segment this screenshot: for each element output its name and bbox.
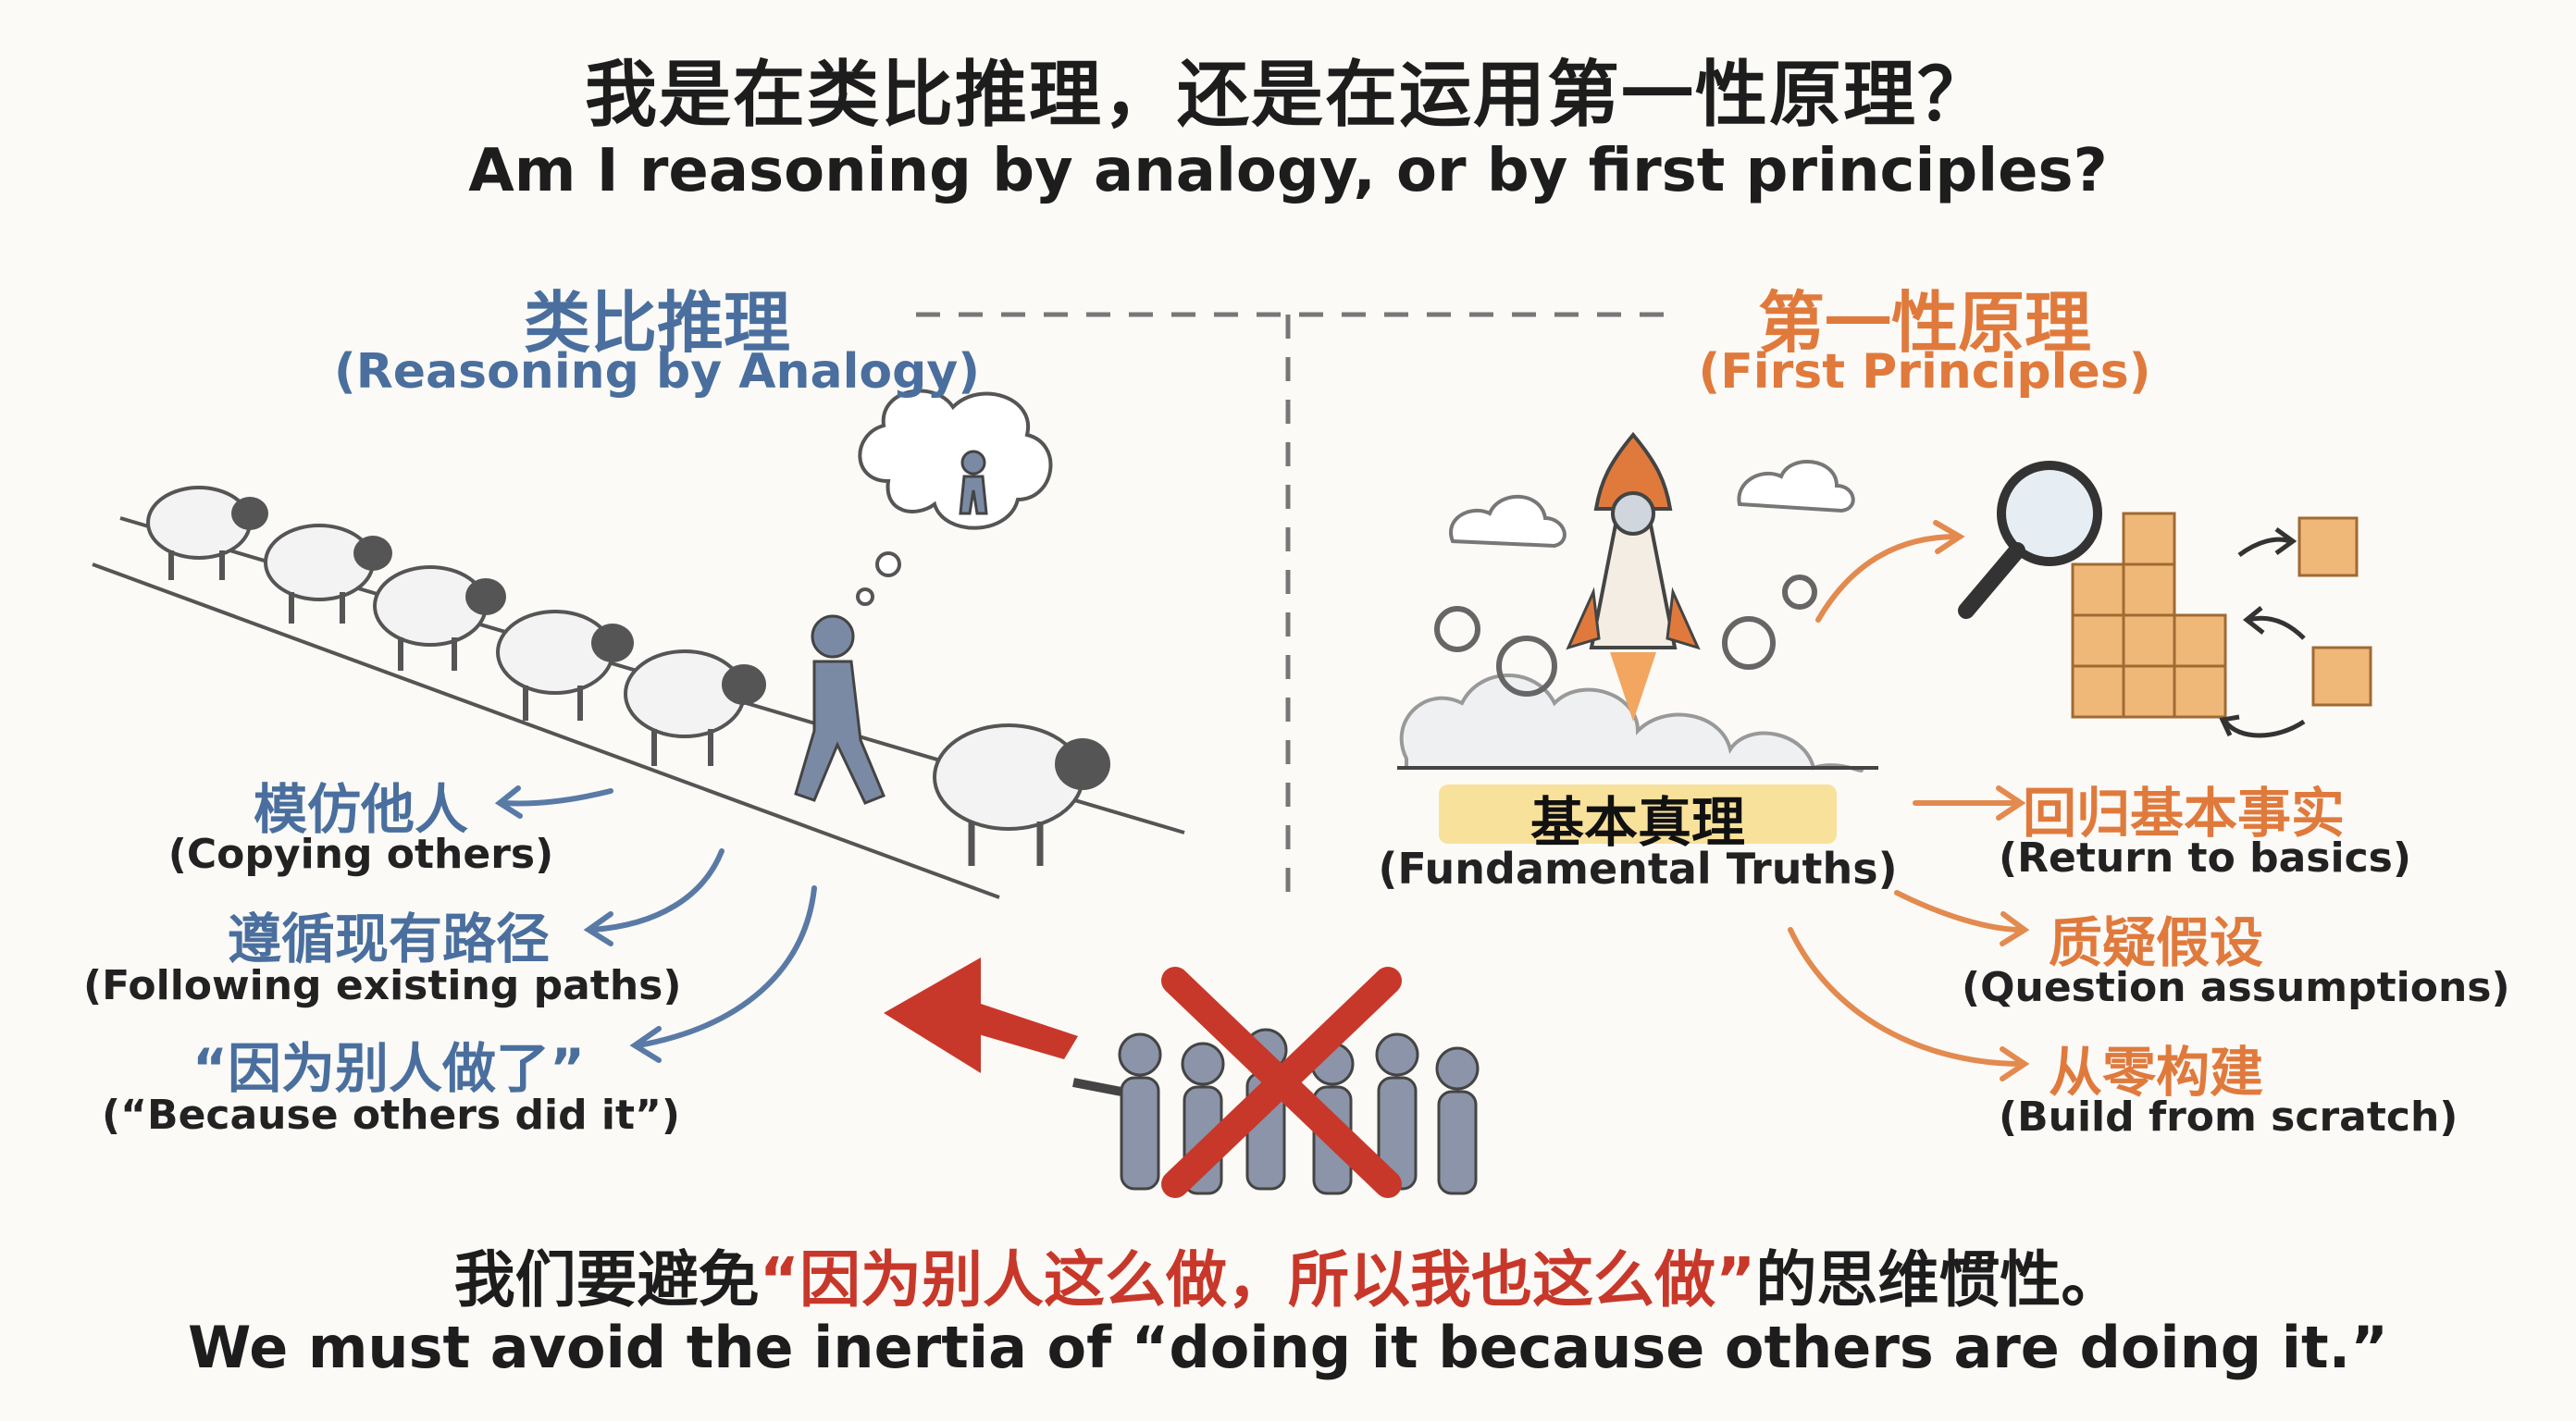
- blocks-icon: [2071, 512, 2372, 719]
- bottom-zh-after: 的思维惯性。: [1755, 1244, 2123, 1316]
- sheep-icon: [933, 723, 1110, 866]
- title-chinese: 我是在类比推理，还是在运用第一性原理？: [584, 54, 1991, 137]
- left-item-3-chinese: “因为别人做了”: [192, 1037, 586, 1100]
- cycle-arrows: [2219, 526, 2306, 738]
- right-heading-english: (First Principles): [1698, 344, 2151, 400]
- sheep-icon: [146, 486, 268, 580]
- left-item-2-english: (Following existing paths): [83, 962, 682, 1009]
- fundamental-truths-english: (Fundamental Truths): [1378, 844, 1898, 894]
- right-item-2-english: (Question assumptions): [1962, 964, 2510, 1011]
- crowd-icon: [1072, 1028, 1480, 1195]
- sheep-icon: [624, 649, 766, 766]
- red-arrow-icon: [884, 958, 1078, 1073]
- left-item-1-chinese: 模仿他人: [253, 778, 468, 841]
- bottom-statement-chinese: 我们要避免“因为别人这么做，所以我也这么做”的思维惯性。: [0, 1230, 2576, 1319]
- sheep-icon: [496, 610, 634, 721]
- left-item-1-english: (Copying others): [167, 831, 554, 878]
- title-english: Am I reasoning by analogy, or by first p…: [468, 137, 2108, 205]
- sheep-group: [146, 486, 1110, 866]
- magnifier-icon: [1958, 461, 2102, 619]
- highlight-bar: [1439, 785, 1837, 844]
- right-item-1-english: (Return to basics): [1999, 834, 2411, 882]
- sheep-icon: [373, 565, 506, 671]
- walking-person-icon: [794, 614, 886, 805]
- gear-icon: [1434, 575, 1817, 697]
- left-item-3-english: (“Because others did it”): [102, 1092, 681, 1139]
- left-arrows: [494, 785, 817, 1063]
- left-heading-english: (Reasoning by Analogy): [333, 344, 981, 400]
- bottom-zh-before: 我们要避免: [453, 1244, 760, 1316]
- right-item-3-chinese: 从零构建: [2048, 1041, 2263, 1104]
- red-x-icon: [1161, 967, 1402, 1198]
- thought-bubble-icon: [856, 389, 1053, 606]
- right-heading-chinese: 第一性原理: [1757, 284, 2091, 362]
- cloud-icon: [1449, 460, 1855, 549]
- right-arrows: [1788, 520, 2030, 1081]
- bottom-zh-quote: “因为别人这么做，所以我也这么做”: [759, 1244, 1756, 1316]
- fundamental-truths-chinese: 基本真理: [1530, 791, 1745, 854]
- right-item-1-chinese: 回归基本事实: [2022, 782, 2345, 845]
- left-heading-chinese: 类比推理: [523, 284, 790, 362]
- bottom-statement-english: We must avoid the inertia of “doing it b…: [188, 1314, 2388, 1381]
- rocket-icon: [1566, 431, 1701, 722]
- center-divider: [916, 312, 1666, 907]
- left-item-2-chinese: 遵循现有路径: [227, 908, 550, 970]
- sheep-icon: [264, 524, 392, 624]
- right-item-3-english: (Build from scratch): [1999, 1094, 2458, 1141]
- right-item-2-chinese: 质疑假设: [2048, 911, 2263, 974]
